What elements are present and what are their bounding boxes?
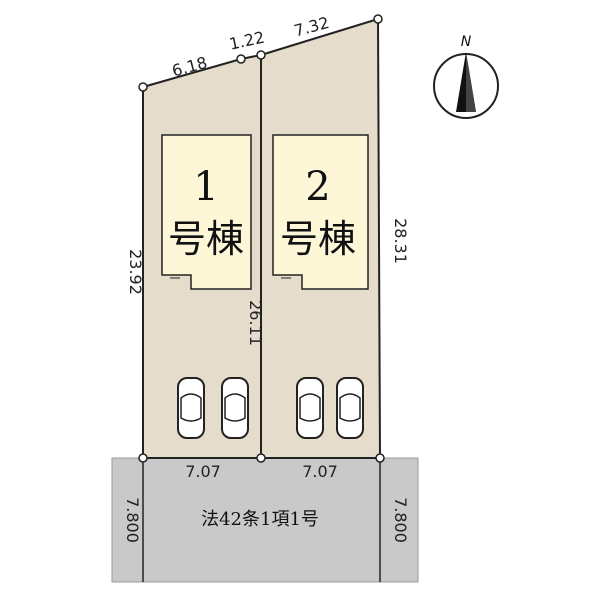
compass-label: N	[461, 34, 472, 50]
lot-2-label: 号棟	[280, 217, 356, 261]
car-icon	[336, 377, 364, 439]
house-2	[272, 134, 369, 290]
frontage-dim-1: 7.07	[185, 462, 221, 481]
left-side-dim: 23.92	[126, 249, 145, 295]
road-width-left: 7.800	[123, 497, 142, 543]
lot-2-number: 2	[305, 164, 330, 210]
car-icon	[177, 377, 205, 439]
road-width-right: 7.800	[391, 497, 410, 543]
car-icons	[177, 377, 364, 439]
right-side-dim: 28.31	[391, 218, 410, 264]
frontage-dim-2: 7.07	[302, 462, 338, 481]
middle-side-dim: 26.11	[246, 300, 265, 346]
car-icon	[296, 377, 324, 439]
house-1	[161, 134, 252, 290]
road-label: 法42条1項1号	[201, 509, 319, 530]
lot-1-number: 1	[193, 164, 218, 210]
top-dim-2: 1.22	[227, 28, 266, 54]
road-area	[111, 457, 419, 583]
car-icon	[221, 377, 249, 439]
lot-1-label: 号棟	[168, 217, 244, 261]
survey-points	[138, 14, 385, 463]
north-arrow-icon: N	[433, 34, 499, 119]
